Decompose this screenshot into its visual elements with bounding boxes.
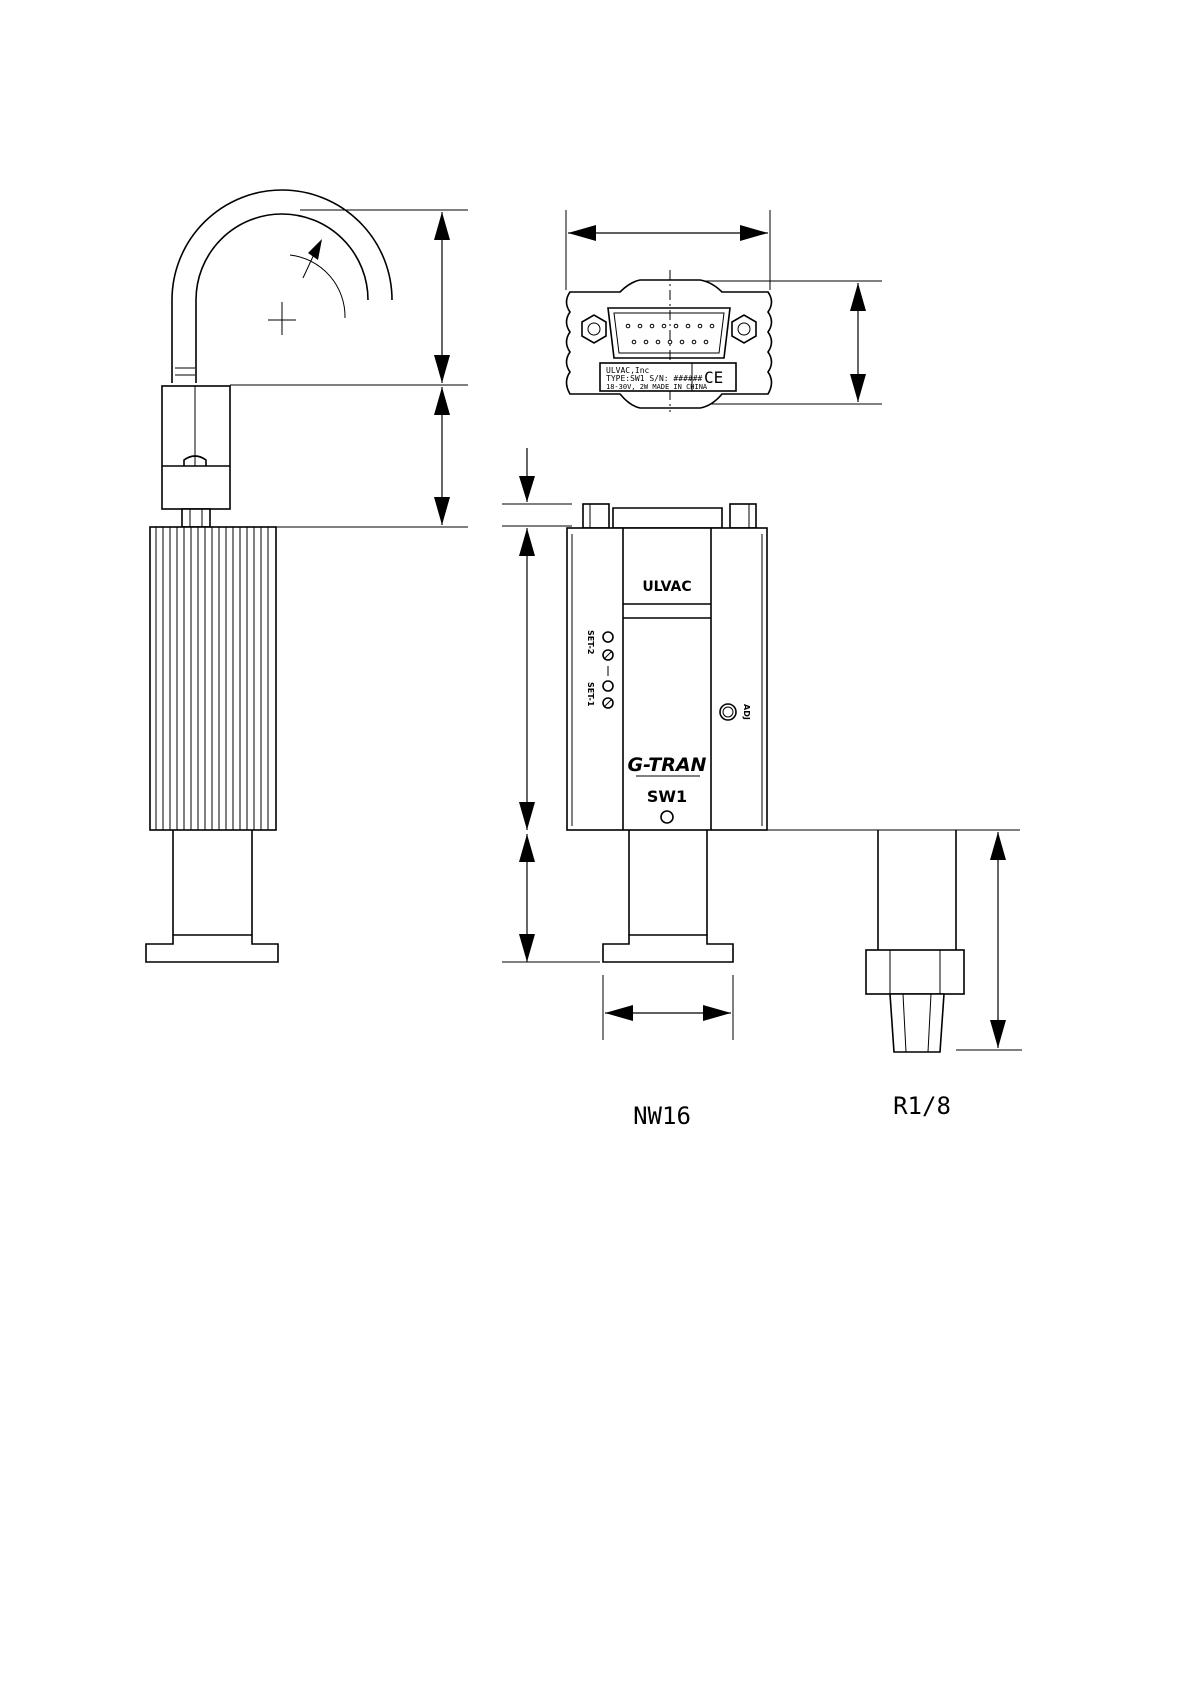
ribbed-body xyxy=(150,527,276,830)
top-width-dimension xyxy=(566,210,770,290)
front-view: ULVAC SET-2 SET-1 ADJ G-TRAN SW1 xyxy=(502,448,1022,1130)
adj-label: ADJ xyxy=(742,704,751,720)
connector-body xyxy=(162,386,230,509)
ce-mark: CE xyxy=(704,368,723,387)
set1-label: SET-1 xyxy=(586,682,595,707)
flange-dimension xyxy=(603,975,733,1040)
plate-line2: TYPE:SW1 S/N: ###### xyxy=(606,374,703,383)
product-logo: G-TRAN xyxy=(628,754,707,776)
thread-label: R1/8 xyxy=(893,1092,951,1120)
center-cross xyxy=(268,302,296,335)
plate-line3: 18-30V, 2W MADE IN CHINA xyxy=(606,383,708,391)
side-view xyxy=(146,190,468,962)
set2-label: SET-2 xyxy=(586,630,595,654)
cable-bend xyxy=(172,190,392,383)
thread-fitting xyxy=(866,830,964,1052)
thread-dimension xyxy=(956,832,1022,1050)
brand-logo: ULVAC xyxy=(642,579,691,595)
front-body xyxy=(567,528,767,830)
switch-label: SW1 xyxy=(647,787,687,806)
flange-label: NW16 xyxy=(633,1102,691,1130)
side-dimensions xyxy=(230,210,468,527)
top-view: ULVAC,Inc TYPE:SW1 S/N: ###### 18-30V, 2… xyxy=(566,210,882,412)
front-flange xyxy=(603,830,733,962)
side-flange xyxy=(146,830,278,962)
rating-plate: ULVAC,Inc TYPE:SW1 S/N: ###### 18-30V, 2… xyxy=(600,363,736,391)
